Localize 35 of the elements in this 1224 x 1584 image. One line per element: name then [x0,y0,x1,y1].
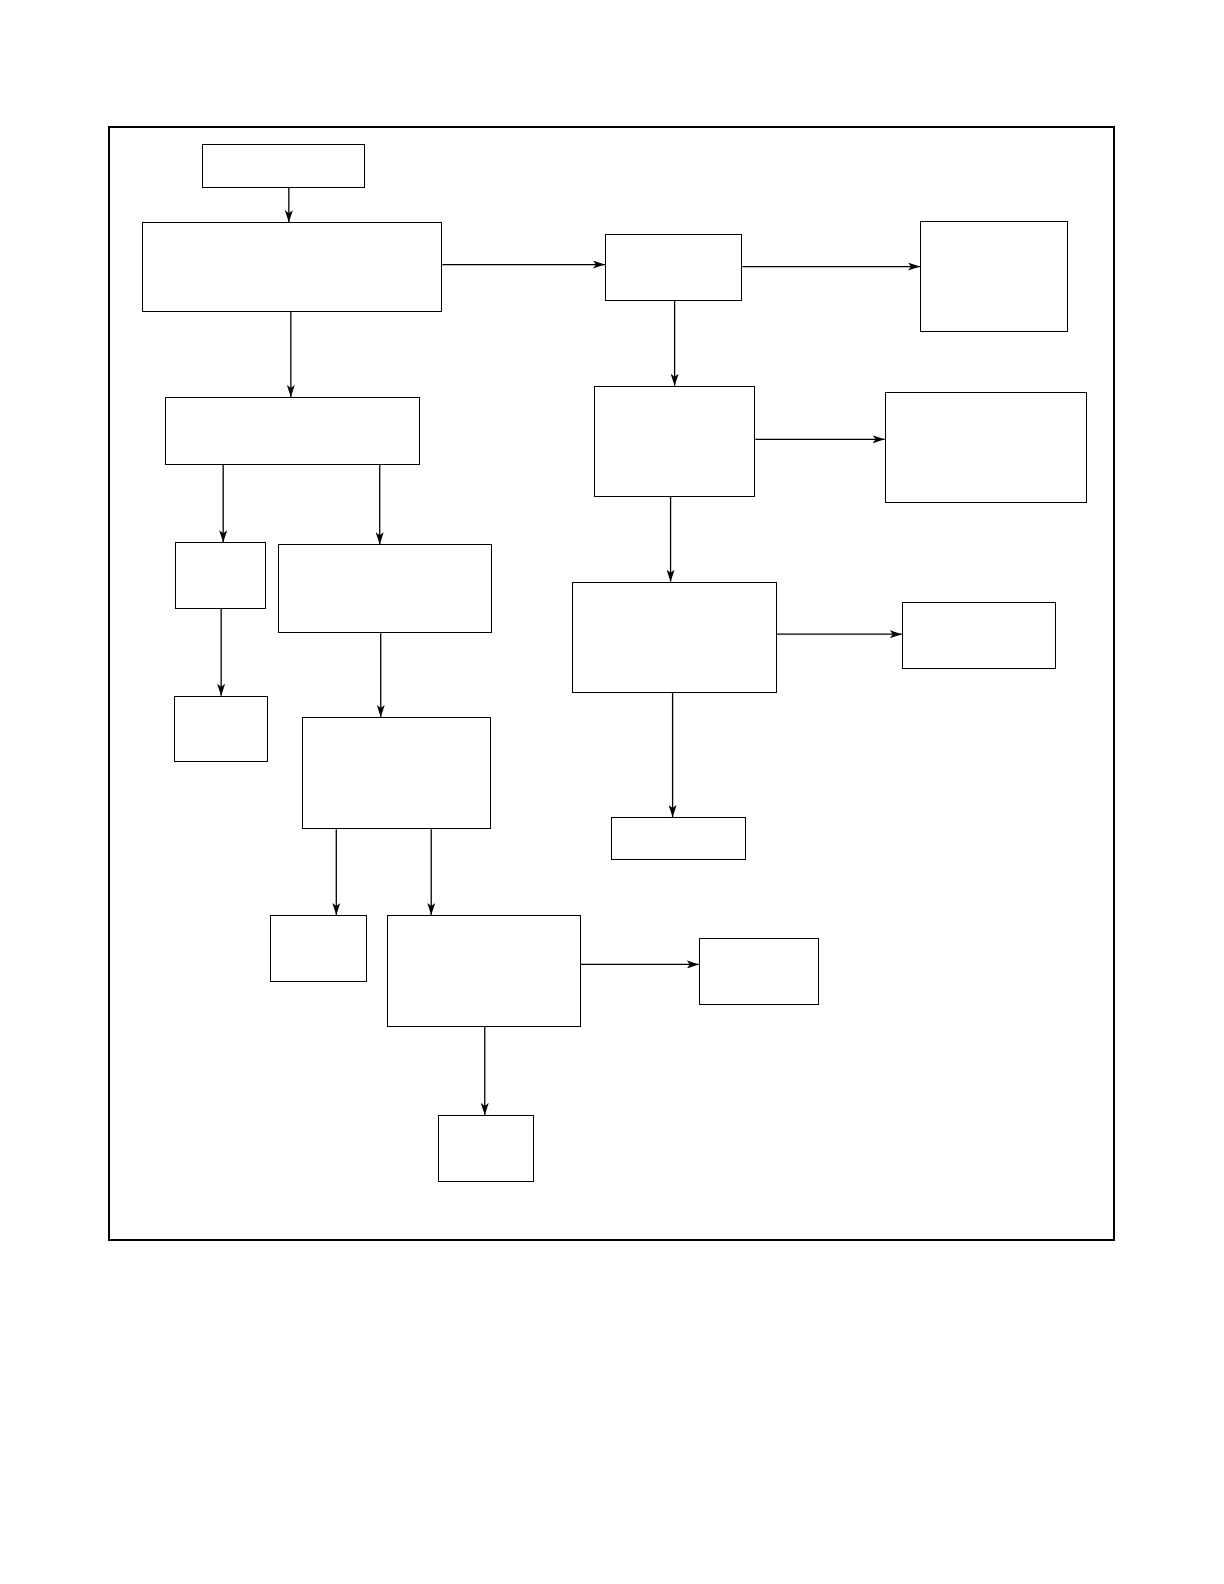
arrow [670,300,679,387]
arrow [580,960,700,969]
process-box [301,717,491,830]
arrow [219,463,228,543]
process-box [174,542,266,609]
process-box [698,938,819,1005]
process-box [142,222,443,313]
arrow [741,262,921,271]
process-box [901,601,1057,669]
arrow [376,632,385,718]
process-box [438,1114,535,1182]
process-box [884,391,1087,503]
process-box [604,234,743,301]
arrow [286,311,295,398]
arrow [217,608,226,697]
process-box [611,817,747,861]
arrow [441,260,606,269]
arrow [427,828,436,916]
process-box [164,396,421,465]
process-box [571,581,777,693]
arrow [375,463,384,545]
arrow [668,692,677,818]
process-box [920,221,1069,333]
arrow [284,187,293,223]
arrow [480,1026,489,1116]
arrow [754,435,886,444]
process-box [386,914,581,1028]
arrow [332,828,341,916]
process-box [201,144,365,188]
arrow [666,496,675,583]
process-box [593,385,756,497]
process-box [269,914,367,982]
arrow [775,630,903,639]
process-box [277,544,492,634]
process-box [173,695,268,763]
